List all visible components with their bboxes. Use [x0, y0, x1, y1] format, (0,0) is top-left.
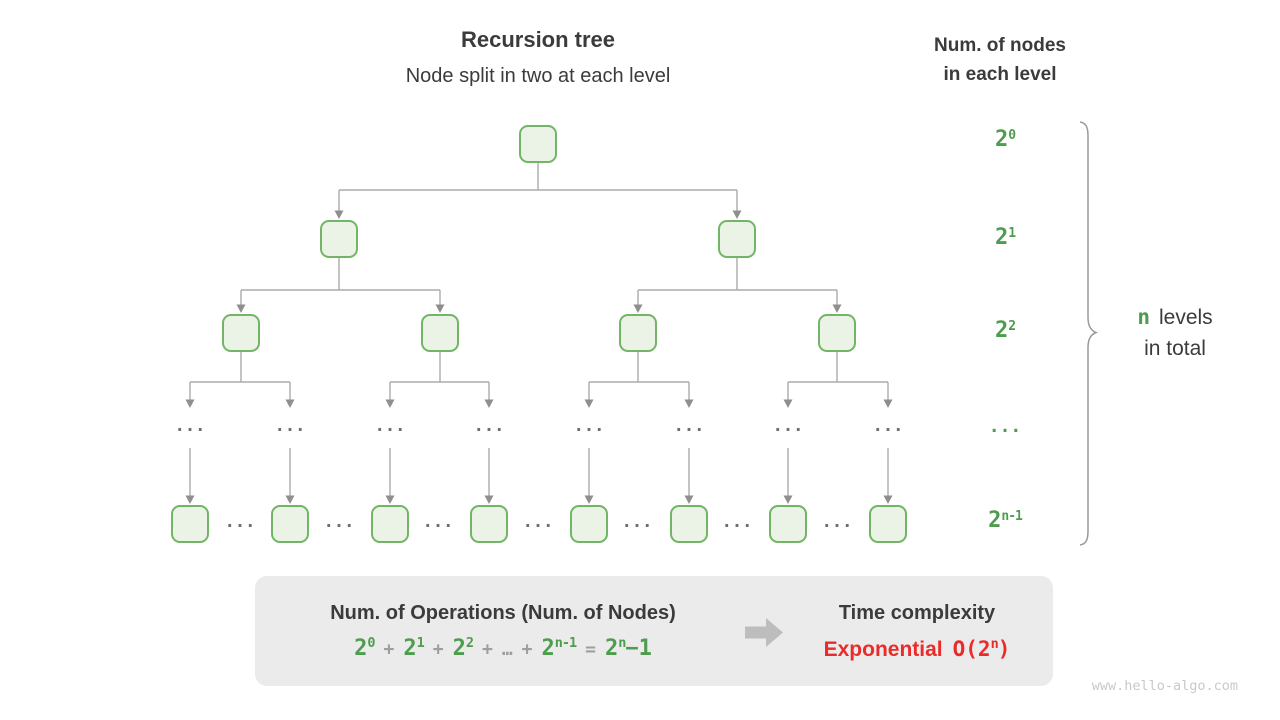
level-count-label-2: 22: [994, 318, 1016, 343]
tree-ellipsis: ...: [224, 512, 256, 532]
tree-node: [320, 220, 358, 258]
summary-panel: [255, 576, 1053, 686]
time-complexity-title: Time complexity: [838, 602, 996, 624]
tree-node: [222, 314, 260, 352]
level-count-label-1: 21: [994, 225, 1016, 250]
level-count-label-last: 2n-1: [988, 508, 1023, 533]
levels-total-caption-line2: in total: [1144, 337, 1206, 360]
levels-brace: [1079, 121, 1098, 546]
nodes-per-level-header-line2: in each level: [943, 64, 1057, 85]
formula-operator: +: [432, 639, 444, 660]
tree-node: [670, 505, 708, 543]
tree-ellipsis: ...: [821, 512, 853, 532]
formula-operator: +: [521, 639, 533, 660]
tree-ellipsis: ...: [522, 512, 554, 532]
tree-ellipsis: ...: [573, 416, 605, 436]
figure-subtitle: Node split in two at each level: [405, 65, 671, 87]
implies-arrow-icon: [745, 618, 783, 647]
tree-node: [869, 505, 907, 543]
tree-node: [818, 314, 856, 352]
tree-ellipsis: ...: [274, 416, 306, 436]
operations-formula: 20 + 21 + 22 + … + 2n-1 = 2n−1: [255, 635, 751, 661]
complexity-word: Exponential: [823, 638, 943, 661]
tree-node: [171, 505, 209, 543]
tree-node: [519, 125, 557, 163]
tree-node: [769, 505, 807, 543]
operations-title: Num. of Operations (Num. of Nodes): [330, 602, 676, 624]
tree-ellipsis: ...: [374, 416, 406, 436]
tree-ellipsis: ...: [174, 416, 206, 436]
level-count-label-ellipsis: ...: [988, 416, 1022, 437]
tree-node: [619, 314, 657, 352]
tree-ellipsis: ...: [621, 512, 653, 532]
tree-ellipsis: ...: [323, 512, 355, 532]
tree-node: [570, 505, 608, 543]
formula-term: 22: [452, 635, 474, 661]
nodes-per-level-header: Num. of nodes in each level: [898, 31, 1102, 89]
formula-term: 21: [403, 635, 424, 661]
tree-node: [371, 505, 409, 543]
tree-node: [718, 220, 756, 258]
tree-ellipsis: ...: [473, 416, 505, 436]
tree-ellipsis: ...: [772, 416, 804, 436]
figure-title: Recursion tree: [460, 27, 616, 52]
tree-ellipsis: ...: [673, 416, 705, 436]
formula-ellipsis: …: [501, 639, 513, 660]
tree-ellipsis: ...: [721, 512, 753, 532]
tree-node: [421, 314, 459, 352]
watermark: www.hello-algo.com: [1091, 678, 1238, 694]
n-variable: n: [1137, 305, 1150, 329]
formula-term: 20: [354, 635, 375, 661]
big-o-notation: O(2n): [952, 636, 1011, 661]
tree-node: [470, 505, 508, 543]
nodes-per-level-header-line1: Num. of nodes: [934, 35, 1066, 56]
tree-ellipsis: ...: [872, 416, 904, 436]
formula-operator: +: [481, 639, 493, 660]
level-count-label-0: 20: [994, 127, 1016, 152]
tree-node: [271, 505, 309, 543]
complexity-result: Exponential O(2n): [779, 636, 1055, 662]
formula-result: 2n−1: [604, 635, 652, 661]
tree-ellipsis: ...: [422, 512, 454, 532]
formula-operator: +: [383, 639, 395, 660]
formula-equals: =: [585, 639, 596, 660]
formula-term: 2n-1: [541, 635, 578, 661]
